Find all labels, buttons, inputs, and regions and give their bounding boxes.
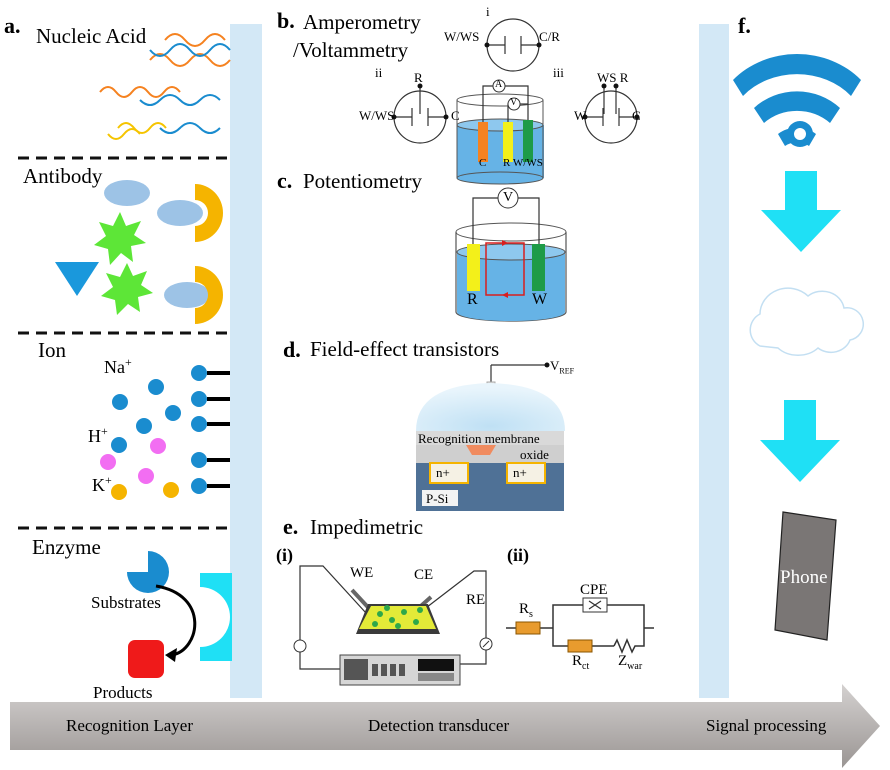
zwar-label: Zwar <box>618 653 643 672</box>
three-electrode-cell <box>456 79 544 185</box>
subpanel-ii-label: (ii) <box>507 545 529 565</box>
recognition-membrane-label: Recognition membrane <box>418 431 540 446</box>
panel-d-label: d. <box>283 337 301 362</box>
ion-graphic <box>100 365 230 500</box>
cloud-icon <box>749 287 865 356</box>
enzyme-graphic <box>127 551 232 678</box>
footer-recognition-label: Recognition Layer <box>66 716 193 735</box>
circuit-ii-label: ii <box>375 65 383 80</box>
wifi-icon <box>733 54 861 147</box>
fet-device <box>416 362 565 511</box>
amperometry-title: Amperometry <box>303 10 421 34</box>
potassium-ion-label: K+ <box>92 473 112 495</box>
panel-e-label: e. <box>283 514 299 539</box>
equivalent-circuit <box>506 597 654 654</box>
voltmeter-label: V <box>510 97 518 108</box>
footer-detection-label: Detection transducer <box>368 716 510 735</box>
antibody-label: Antibody <box>23 164 103 188</box>
re-label: RE <box>466 592 486 608</box>
r-label: R <box>414 70 423 85</box>
wsr-label: WS R <box>597 70 629 85</box>
vref-label: VREF <box>550 358 575 376</box>
cpe-label: CPE <box>580 582 608 598</box>
drain-label: n+ <box>513 465 527 480</box>
cr-label: C/R <box>539 29 560 44</box>
panel-a-label: a. <box>4 13 21 38</box>
panel-c-label: c. <box>277 168 293 193</box>
rs-label: Rs <box>519 601 533 620</box>
reference-electrode-label: R <box>467 291 478 308</box>
voltammetry-title: /Voltammetry <box>293 38 409 62</box>
panel-f-label: f. <box>738 13 751 38</box>
amperometry-terminals <box>391 42 640 120</box>
potentiometry-title: Potentiometry <box>303 169 422 193</box>
antibody-graphic <box>55 180 223 324</box>
potentiometry-cell <box>455 187 567 322</box>
signal-bar <box>699 24 729 698</box>
we-label: WE <box>350 565 374 581</box>
products-label: Products <box>93 683 153 702</box>
panel-b-label: b. <box>277 8 295 33</box>
w-label-iii: W <box>574 108 587 123</box>
process-arrow <box>10 684 880 768</box>
circuit-i-label: i <box>486 4 490 19</box>
amperometry-circuits <box>393 18 638 144</box>
footer-signal-label: Signal processing <box>706 716 827 735</box>
nucleic-acid-label: Nucleic Acid <box>36 24 147 48</box>
sodium-ion-label: Na+ <box>104 355 132 377</box>
working-electrode-label: W <box>532 291 548 308</box>
c-label-iii: C <box>632 108 641 123</box>
impedimetric-title: Impedimetric <box>310 515 424 539</box>
nucleic-acid-strands <box>99 33 231 140</box>
circuit-iii-label: iii <box>553 65 564 80</box>
source-label: n+ <box>436 465 450 480</box>
c-electrode-label: C <box>479 157 487 169</box>
phone-label: Phone <box>780 567 828 588</box>
c-label-ii: C <box>451 108 460 123</box>
ce-label: CE <box>414 567 434 583</box>
enzyme-label: Enzyme <box>32 535 101 559</box>
substrates-label: Substrates <box>91 593 161 612</box>
hydrogen-ion-label: H+ <box>88 424 108 446</box>
down-arrow-icon <box>760 400 840 482</box>
wws-label: W/WS <box>444 29 480 44</box>
r-wws-electrode-label: R W/WS <box>503 157 543 169</box>
subpanel-i-label: (i) <box>276 545 293 565</box>
ion-label: Ion <box>38 338 66 362</box>
fet-title: Field-effect transistors <box>310 337 500 361</box>
impedance-setup <box>293 565 493 686</box>
substrate-label: P-Si <box>426 491 449 506</box>
recognition-bar <box>230 24 262 698</box>
potentiometer-label: V <box>503 190 514 205</box>
ammeter-label: A <box>495 79 503 90</box>
down-arrow-icon <box>761 171 841 252</box>
rct-label: Rct <box>572 653 590 672</box>
oxide-label: oxide <box>520 447 549 462</box>
phone-icon <box>774 511 837 641</box>
wws-label-ii: W/WS <box>359 108 395 123</box>
